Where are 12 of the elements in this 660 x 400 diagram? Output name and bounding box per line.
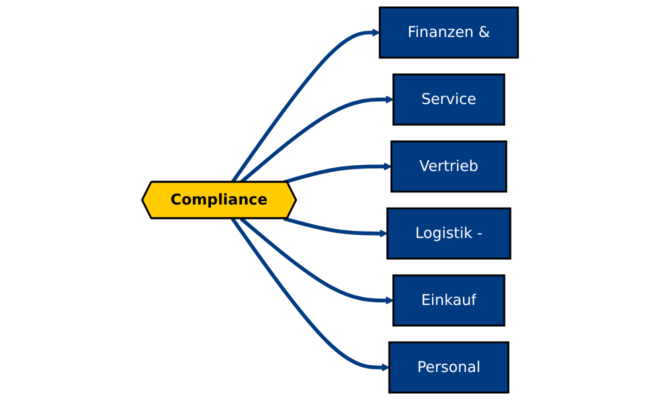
node-box: Einkauf [392,274,506,326]
arrow [230,28,380,184]
node-box: Finanzen & [378,6,519,59]
arrow [283,162,392,184]
arrow [240,217,394,305]
node-box: Service [392,74,506,126]
node-box: Vertrieb [390,140,508,193]
node-box: Personal [388,341,510,394]
arrow [283,216,388,238]
arrow [240,95,394,184]
arrow [230,218,390,372]
node-box: Logistik - [386,207,512,260]
